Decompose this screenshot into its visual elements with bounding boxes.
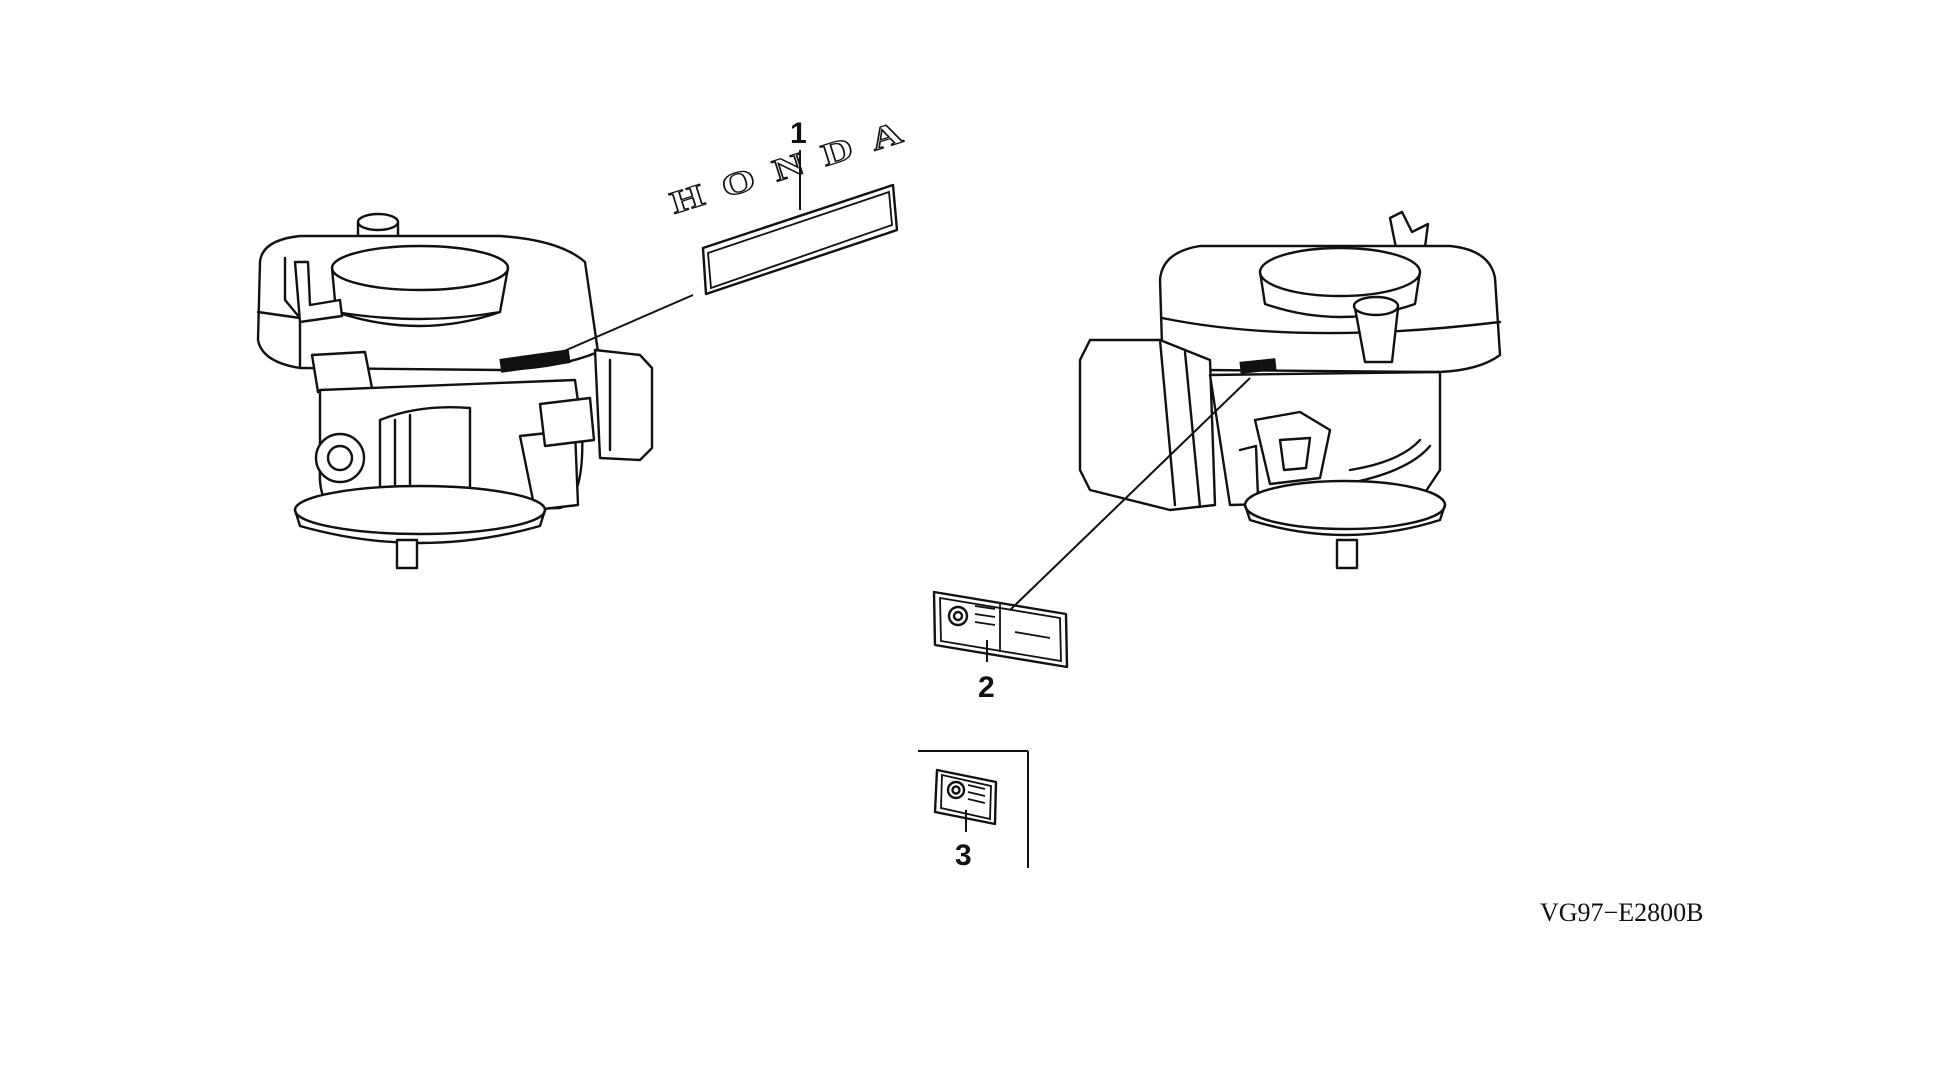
- diagram-code: VG97−E2800B: [1540, 898, 1703, 927]
- emblem-strip: [701, 183, 899, 296]
- part-3-bracket: [918, 750, 1029, 868]
- callout-1[interactable]: 1: [790, 117, 807, 150]
- callout-2[interactable]: 2: [978, 671, 995, 704]
- part-2-label[interactable]: [932, 590, 1069, 669]
- part-1-emblem[interactable]: HONDA: [665, 113, 911, 296]
- engine-right-illustration: [1078, 210, 1502, 570]
- engine-left-illustration: [256, 212, 654, 570]
- leader-line-2: [1009, 377, 1251, 611]
- part-3-label[interactable]: [933, 768, 998, 826]
- callout-3[interactable]: 3: [955, 839, 972, 872]
- leader-line-1b: [554, 294, 694, 356]
